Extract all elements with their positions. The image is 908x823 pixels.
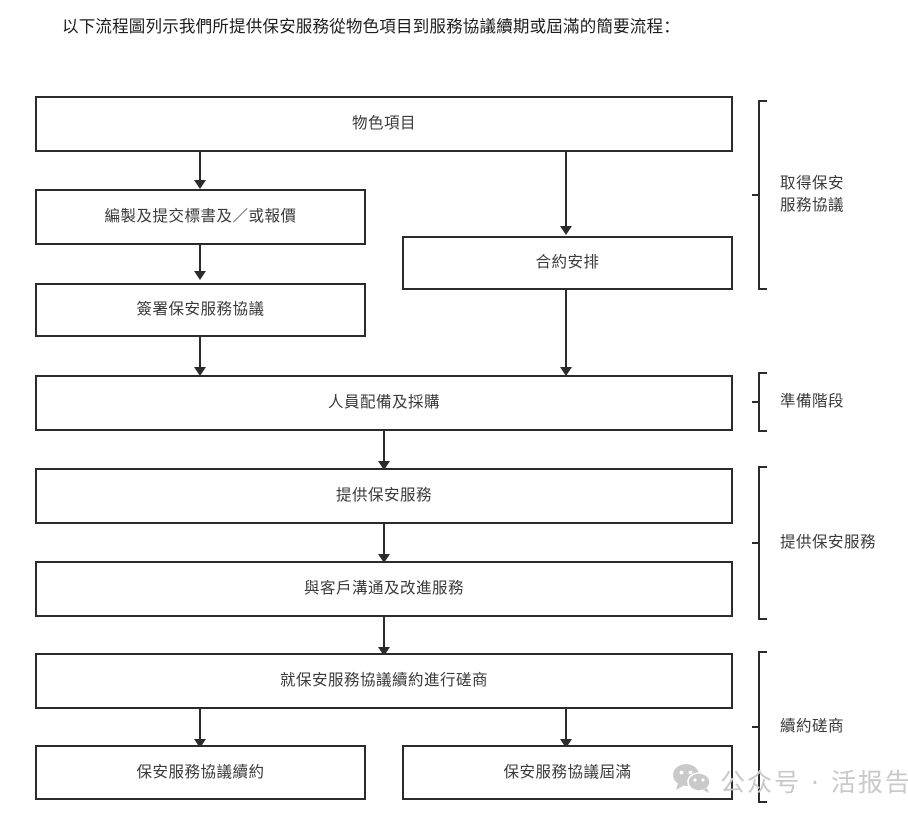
stage-label-preparation: 準備階段 bbox=[780, 393, 845, 410]
arrowhead-identify-to-tender bbox=[194, 180, 206, 189]
flow-node-label: 編製及提交標書及／或報價 bbox=[104, 208, 297, 225]
arrowhead-identify-to-contract bbox=[560, 226, 572, 235]
stage-bracket-obtain-agreement bbox=[752, 100, 768, 290]
connector-identify-to-tender bbox=[199, 152, 201, 182]
flow-node-identify-project[interactable]: 物色項目 bbox=[35, 96, 733, 152]
arrowhead-staffing-to-service bbox=[378, 461, 390, 470]
flow-node-label: 提供保安服務 bbox=[335, 487, 432, 504]
flow-node-sign-agreement[interactable]: 簽署保安服務協議 bbox=[35, 283, 366, 337]
stage-label-obtain-agreement: 取得保安 服務協議 bbox=[780, 175, 845, 214]
stage-label-renewal-talks: 續約磋商 bbox=[780, 718, 845, 735]
connector-communication-to-renewal bbox=[383, 617, 385, 649]
bracket-cap-top bbox=[758, 651, 767, 653]
flow-node-agreement-expired[interactable]: 保安服務協議屆滿 bbox=[402, 745, 733, 800]
stage-bracket-provide-security bbox=[752, 466, 768, 620]
connector-staffing-to-service bbox=[383, 431, 385, 463]
connector-renewal-to-expired bbox=[565, 709, 567, 741]
connector-sign-to-staffing bbox=[199, 337, 201, 369]
arrowhead-tender-to-sign bbox=[194, 271, 206, 280]
flow-node-label: 與客戶溝通及改進服務 bbox=[303, 580, 464, 597]
arrowhead-renewal-to-renewed bbox=[194, 739, 206, 748]
connector-tender-to-sign bbox=[199, 245, 201, 273]
arrowhead-communication-to-renewal bbox=[378, 647, 390, 656]
arrowhead-renewal-to-expired bbox=[560, 739, 572, 748]
flow-node-renewal-negotiation[interactable]: 就保安服務協議續約進行磋商 bbox=[35, 653, 733, 709]
bracket-spine bbox=[758, 466, 760, 620]
arrowhead-contract-to-staffing bbox=[560, 367, 572, 376]
flow-node-label: 人員配備及採購 bbox=[327, 394, 440, 411]
intro-paragraph: 以下流程圖列示我們所提供保安服務從物色項目到服務協議續期或屆滿的簡要流程： bbox=[62, 17, 680, 36]
bracket-spine bbox=[758, 100, 760, 290]
bracket-cap-bottom bbox=[758, 288, 767, 290]
flow-node-prepare-tender[interactable]: 編製及提交標書及／或報價 bbox=[35, 189, 366, 245]
stage-label-provide-security: 提供保安服務 bbox=[780, 534, 877, 551]
flow-node-provide-service[interactable]: 提供保安服務 bbox=[35, 468, 733, 524]
arrowhead-sign-to-staffing bbox=[194, 367, 206, 376]
bracket-tick bbox=[752, 194, 759, 196]
flow-node-client-communication[interactable]: 與客戶溝通及改進服務 bbox=[35, 561, 733, 617]
stage-bracket-renewal-talks bbox=[752, 651, 768, 803]
flow-node-label: 保安服務協議屆滿 bbox=[503, 763, 632, 781]
bracket-cap-top bbox=[758, 466, 767, 468]
bracket-spine bbox=[758, 651, 760, 803]
bracket-cap-bottom bbox=[758, 801, 767, 803]
connector-contract-to-staffing bbox=[565, 290, 567, 369]
flow-node-agreement-renewed[interactable]: 保安服務協議續約 bbox=[35, 745, 366, 800]
bracket-cap-top bbox=[758, 100, 767, 102]
flow-node-label: 保安服務協議續約 bbox=[136, 763, 265, 781]
bracket-tick bbox=[752, 542, 759, 544]
bracket-cap-bottom bbox=[758, 618, 767, 620]
flow-node-label: 就保安服務協議續約進行磋商 bbox=[279, 672, 488, 689]
bracket-spine bbox=[758, 372, 760, 432]
flow-node-staffing-procurement[interactable]: 人員配備及採購 bbox=[35, 375, 733, 431]
bracket-tick bbox=[752, 401, 759, 403]
flow-node-contract-arrangement[interactable]: 合約安排 bbox=[402, 236, 733, 290]
connector-service-to-communication bbox=[383, 524, 385, 556]
bracket-cap-top bbox=[758, 372, 767, 374]
bracket-cap-bottom bbox=[758, 430, 767, 432]
bracket-tick bbox=[752, 726, 759, 728]
connector-identify-to-contract bbox=[565, 152, 567, 228]
flow-node-label: 簽署保安服務協議 bbox=[136, 301, 265, 318]
flow-node-label: 物色項目 bbox=[351, 115, 416, 132]
connector-renewal-to-renewed bbox=[199, 709, 201, 741]
stage-bracket-preparation bbox=[752, 372, 768, 432]
flow-node-label: 合約安排 bbox=[535, 254, 600, 271]
arrowhead-service-to-communication bbox=[378, 554, 390, 563]
